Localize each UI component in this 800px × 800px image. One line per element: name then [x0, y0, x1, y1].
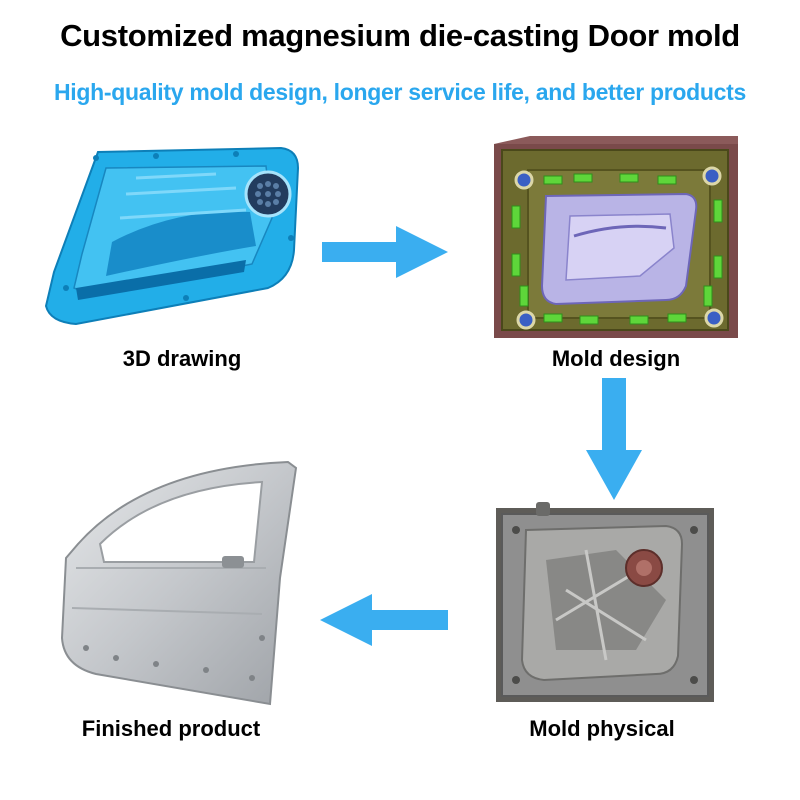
step-label-3d-drawing: 3D drawing — [122, 346, 242, 371]
step-label-mold-physical: Mold physical — [529, 716, 675, 741]
page-subtitle: High-quality mold design, longer service… — [53, 79, 747, 105]
mold-design-render-icon — [494, 136, 738, 338]
arrow-right-icon — [322, 226, 448, 278]
step-label-mold-design: Mold design — [551, 346, 681, 371]
page-title: Customized magnesium die-casting Door mo… — [60, 18, 740, 53]
step-label-finished-product: Finished product — [81, 716, 261, 741]
arrow-down-icon — [586, 378, 642, 500]
car-door-icon — [60, 460, 298, 706]
steel-mold-photo-icon — [496, 502, 714, 702]
arrow-left-icon — [320, 594, 448, 646]
cad-door-panel-icon — [44, 146, 300, 326]
